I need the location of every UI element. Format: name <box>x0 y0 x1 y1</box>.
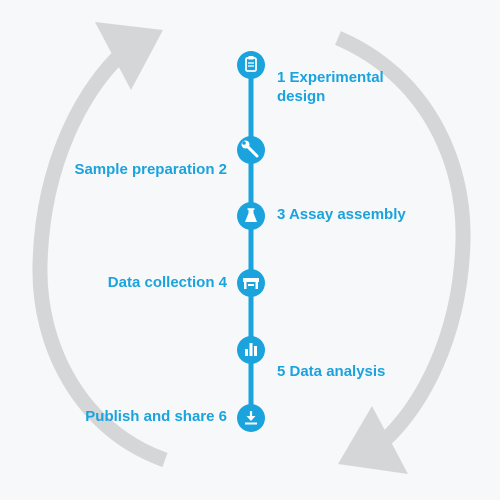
step-1-label-line2: design <box>277 88 326 105</box>
wrench-icon <box>241 140 259 158</box>
step-5-label: 5 Data analysis <box>277 363 386 380</box>
cycle-arrow-left <box>32 36 168 468</box>
flask-icon <box>245 208 257 222</box>
step-1-node <box>237 51 265 79</box>
step-3-label: 3 Assay assembly <box>277 206 406 223</box>
step-2-node <box>237 136 265 164</box>
instrument-icon <box>243 278 259 289</box>
cycle-arrowhead-top <box>95 22 163 90</box>
cycle-arrowhead-bottom <box>338 406 408 474</box>
download-icon <box>245 411 257 425</box>
cycle-arrow-right <box>335 31 471 458</box>
step-6-label: Publish and share 6 <box>85 408 227 425</box>
step-4-label: Data collection 4 <box>107 274 227 291</box>
step-3-node <box>237 202 265 230</box>
clipboard-icon <box>245 56 257 72</box>
step-4-node <box>237 269 265 297</box>
step-6-node <box>237 404 265 432</box>
bar-chart-icon <box>245 343 257 356</box>
step-5-node <box>237 336 265 364</box>
step-1-label-line1: 1 Experimental <box>277 69 384 86</box>
step-2-label: Sample preparation 2 <box>74 161 227 178</box>
step-1-label: 1 Experimental design <box>277 68 384 106</box>
